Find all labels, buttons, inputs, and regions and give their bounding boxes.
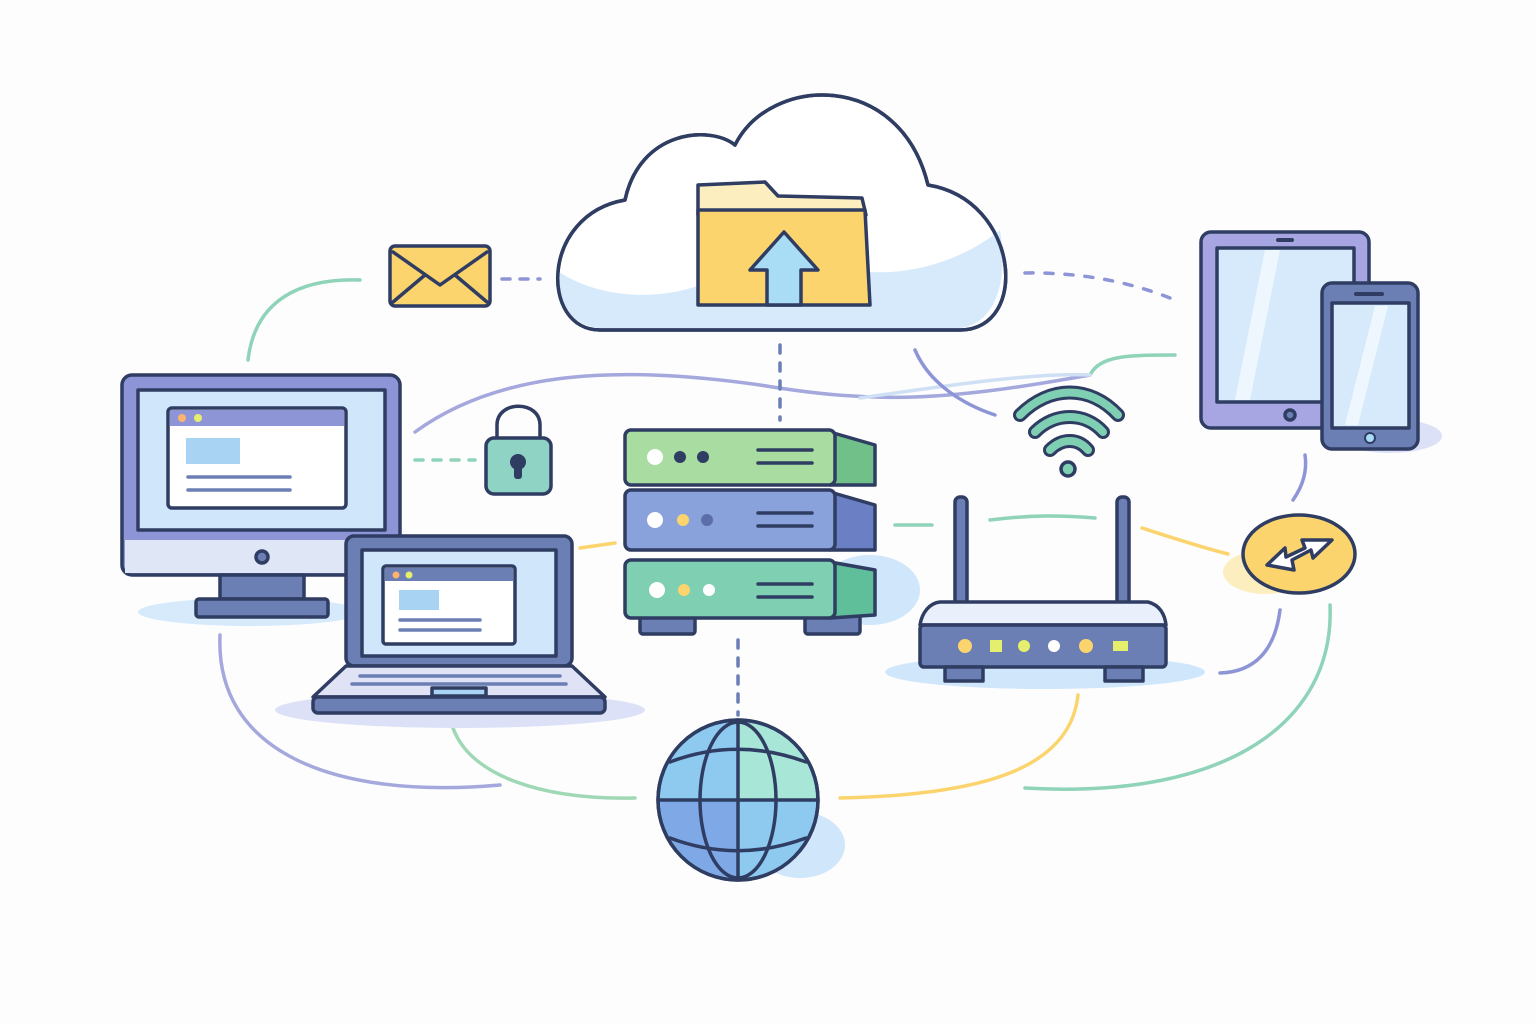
email-icon [388, 244, 492, 308]
smartphone-icon [1320, 281, 1442, 453]
server-unit-top [623, 428, 877, 487]
globe-icon [656, 718, 845, 882]
laptop-icon [275, 534, 645, 728]
server-stack-icon [623, 428, 920, 636]
server-unit-bottom [623, 558, 877, 620]
connection-lines [218, 271, 1332, 800]
folder-upload-icon [696, 180, 872, 307]
padlock-icon [484, 404, 553, 496]
router-icon [885, 495, 1205, 689]
wifi-icon [1013, 385, 1125, 478]
server-unit-middle [623, 488, 877, 552]
sync-arrows-icon [1223, 513, 1357, 595]
